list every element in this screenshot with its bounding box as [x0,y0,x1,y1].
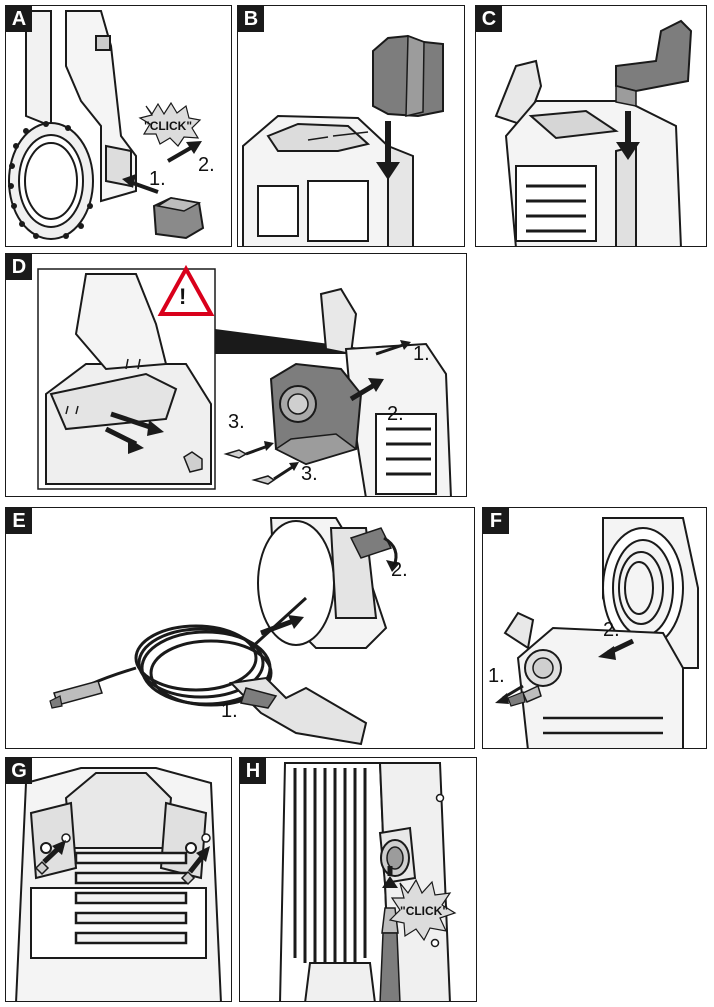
panel-d-tag: D [6,254,32,280]
step-label-1: 1. [221,700,238,722]
warning-symbol: ! [179,284,187,309]
panel-d: D ! 1. 2. 3. 3. [5,253,467,497]
step-label-2: 2. [391,559,408,581]
panel-g-tag: G [6,758,32,784]
panel-b-tag: B [238,6,264,32]
panel-b-illustration [242,34,444,246]
step-label-2: 2. [387,403,404,425]
panel-h-illustration [279,762,457,1001]
step-label-2: 2. [198,154,215,176]
step-label-3b: 3. [301,463,318,485]
panel-e-tag: E [6,508,32,534]
panel-h: H "CLICK" [239,757,477,1002]
panel-h-tag: H [240,758,266,784]
hose-coil [65,596,308,707]
step-label-2: 2. [603,619,620,641]
panel-c: C [475,5,707,247]
panel-c-illustration [494,19,693,246]
panel-b: B [237,5,465,247]
panel-a-illustration [8,10,205,240]
hose-hook-part [615,19,693,93]
panel-e: E 1. 2. [5,507,475,749]
step-label-1: 1. [149,168,166,190]
arrow-step-2 [167,144,195,163]
warning-icon [157,264,215,316]
panel-e-illustration [49,517,400,746]
panel-f-illustration [495,517,699,748]
panel-c-tag: C [476,6,502,32]
spray-gun [228,676,368,746]
click-burst [138,101,202,147]
panel-g-illustration [15,767,222,1001]
panel-g: G [5,757,232,1002]
panel-f-tag: F [483,508,509,534]
click-callout: "CLICK" [144,119,193,133]
step-label-1: 1. [488,665,505,687]
arrow-step-1 [129,180,159,194]
panel-d-illustration [37,264,452,496]
step-label-3a: 3. [228,411,245,433]
panel-a-tag: A [6,6,32,32]
panel-a: A "CLICK" 1. 2. [5,5,232,247]
click-burst [388,878,457,942]
click-callout: "CLICK" [400,904,449,918]
step-label-1: 1. [413,343,430,365]
panel-f: F 1. 2. [482,507,707,749]
hose-reel [293,768,367,970]
